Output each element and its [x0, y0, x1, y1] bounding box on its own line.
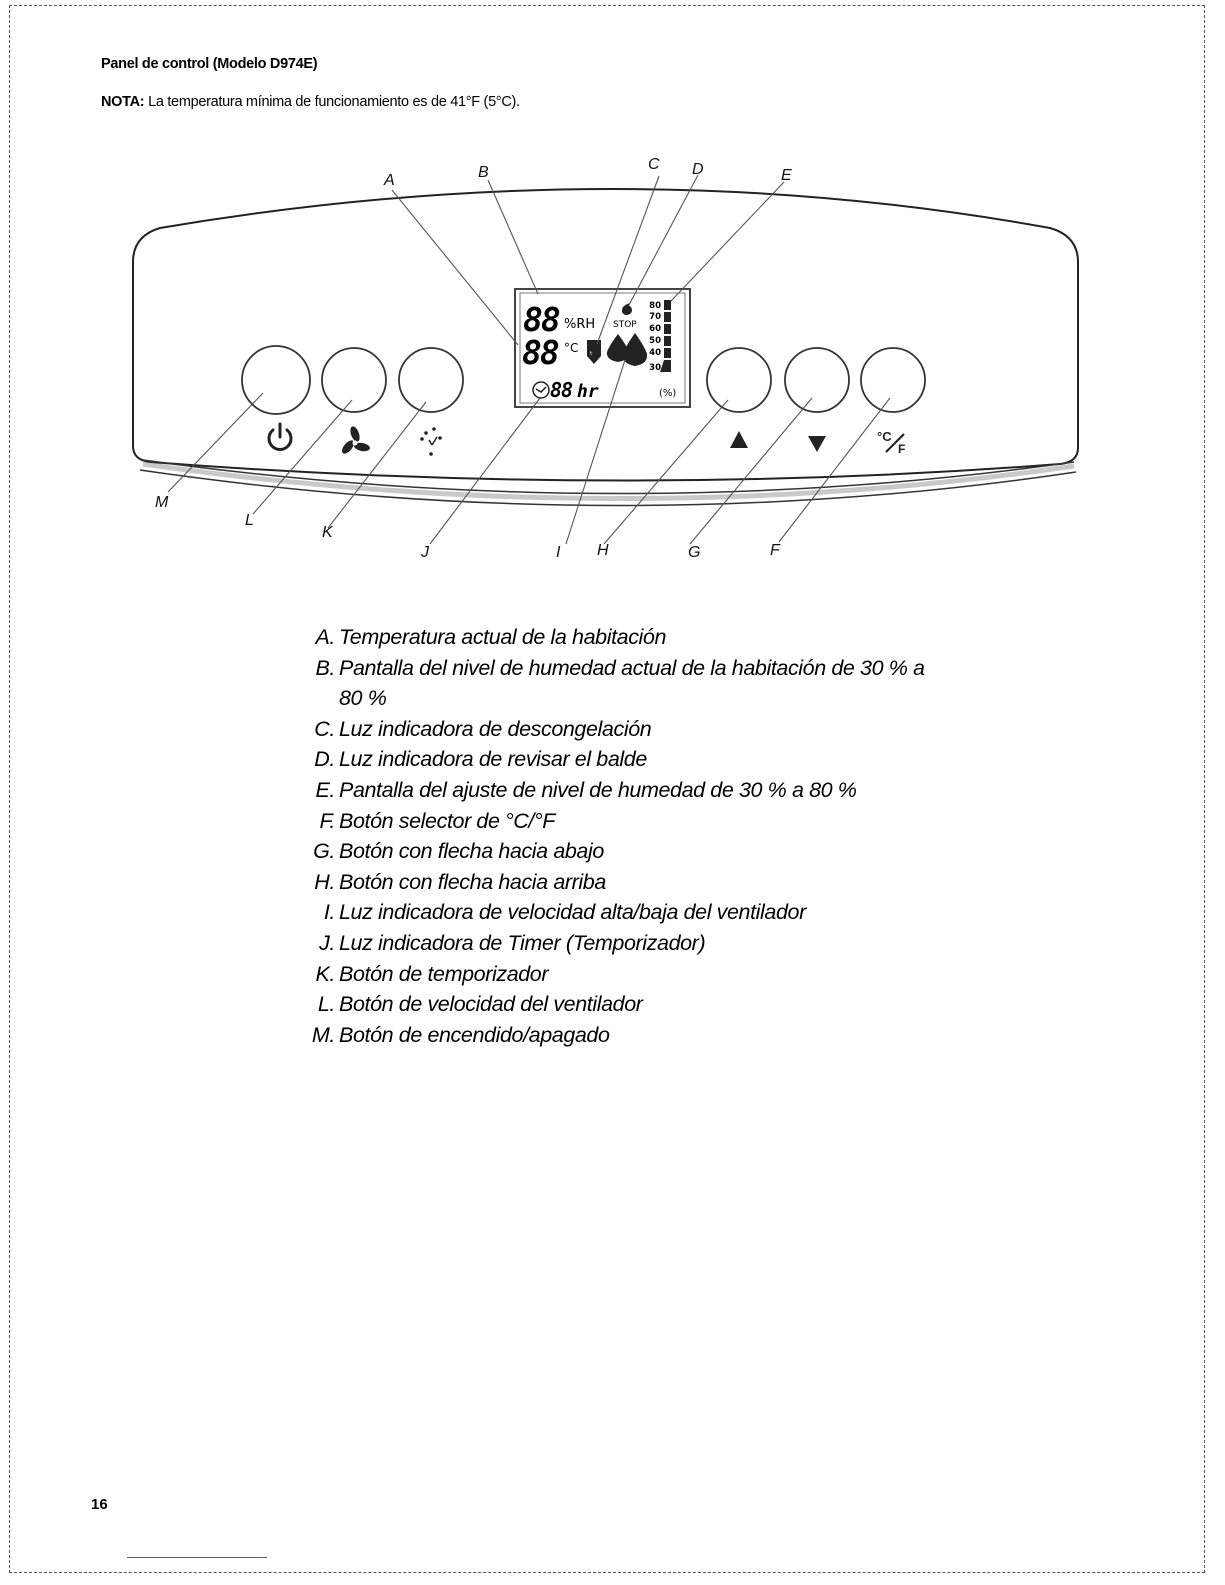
- callout-b: B: [478, 164, 489, 181]
- legend-item: A.Temperatura actual de la habitación: [315, 625, 667, 649]
- callout-a: A: [383, 172, 395, 189]
- svg-text:°C: °C: [877, 429, 892, 444]
- callout-l: L: [245, 512, 254, 529]
- clock-icon: [532, 381, 550, 399]
- fan-speed-drop-high-icon: [622, 333, 648, 366]
- fan-speed-button[interactable]: [321, 347, 387, 413]
- callout-leader-lines: [167, 174, 891, 545]
- callout-g: G: [688, 544, 700, 561]
- scale-unit: (%): [659, 388, 676, 399]
- up-arrow-icon: [730, 431, 748, 448]
- timer-unit: hr: [577, 381, 599, 402]
- callout-labels: A B C D E M L K J I H G F: [155, 156, 792, 561]
- note-label: NOTA:: [101, 94, 145, 110]
- bucket-check-dot: [622, 305, 632, 315]
- fan-icon: [342, 426, 370, 454]
- callout-i: I: [556, 544, 561, 561]
- callout-h: H: [597, 542, 609, 559]
- legend-item: G.Botón con flecha hacia abajo: [313, 839, 604, 864]
- temperature-digits: 88: [522, 333, 559, 372]
- celsius-fahrenheit-icon: °C F: [877, 429, 905, 456]
- celsius-fahrenheit-button[interactable]: [860, 347, 926, 413]
- callout-f: F: [770, 542, 781, 559]
- timer-dots-icon: [420, 427, 442, 456]
- svg-text:50: 50: [649, 336, 661, 346]
- control-panel-diagram: °C F 88 %RH 88 °C ₜ STOP 80 70 60 50 40 …: [132, 156, 1079, 561]
- legend-item: L.Botón de velocidad del ventilador: [317, 992, 643, 1017]
- timer-button[interactable]: [398, 347, 464, 413]
- svg-text:60: 60: [649, 324, 661, 334]
- down-arrow-icon: [808, 436, 826, 452]
- callout-m: M: [155, 494, 169, 511]
- up-arrow-button[interactable]: [706, 347, 772, 413]
- page-heading: Panel de control (Modelo D974E): [101, 56, 318, 72]
- svg-text:40: 40: [649, 348, 661, 358]
- humidity-bar-gauge: [660, 300, 671, 372]
- panel-trim-upper: [142, 459, 1075, 495]
- callout-k: K: [322, 524, 334, 541]
- page-number: 16: [91, 1496, 108, 1513]
- svg-text:70: 70: [649, 312, 661, 322]
- timer-digits: 88: [550, 378, 573, 402]
- power-icon: [267, 422, 293, 451]
- legend-item: J.Luz indicadora de Timer (Temporizador): [319, 930, 706, 955]
- legend-item: C.Luz indicadora de descongelación: [314, 716, 652, 741]
- panel-trim-shade: [142, 461, 1075, 501]
- callout-j: J: [420, 544, 430, 561]
- humidity-digits: 88: [523, 300, 560, 339]
- humidity-unit: %RH: [564, 317, 595, 332]
- note: NOTA: La temperatura mínima de funcionam…: [101, 94, 520, 110]
- defrost-indicator-icon: ₜ: [587, 340, 601, 364]
- legend-item: H.Botón con flecha hacia arriba: [314, 869, 606, 894]
- legend-item: F.Botón selector de °C/°F: [319, 808, 555, 833]
- temperature-unit: °C: [564, 341, 578, 355]
- callout-d: D: [692, 161, 704, 178]
- legend-item: B.Pantalla del nivel de humedad actual d…: [315, 655, 925, 711]
- svg-text:F: F: [898, 442, 905, 456]
- callout-e: E: [781, 167, 792, 184]
- svg-text:30: 30: [649, 363, 661, 373]
- stop-label: STOP: [613, 320, 637, 330]
- legend-item: D.Luz indicadora de revisar el balde: [314, 747, 647, 772]
- legend-item: M.Botón de encendido/apagado: [311, 1022, 610, 1047]
- legend-item: I.Luz indicadora de velocidad alta/baja …: [323, 900, 806, 925]
- svg-text:ₜ: ₜ: [590, 348, 593, 358]
- humidity-scale: 80 70 60 50 40 30: [649, 301, 661, 373]
- panel-trim-lower: [139, 469, 1077, 507]
- legend-list: A.Temperatura actual de la habitación B.…: [305, 622, 945, 1050]
- legend-item: K.Botón de temporizador: [315, 961, 549, 986]
- svg-text:80: 80: [649, 301, 661, 311]
- footer-link-line: [127, 1557, 267, 1558]
- page-border: [9, 5, 1205, 1573]
- callout-c: C: [648, 156, 660, 173]
- note-text: La temperatura mínima de funcionamiento …: [144, 94, 520, 110]
- down-arrow-button[interactable]: [784, 347, 850, 413]
- legend-item: E.Pantalla del ajuste de nivel de humeda…: [315, 777, 857, 802]
